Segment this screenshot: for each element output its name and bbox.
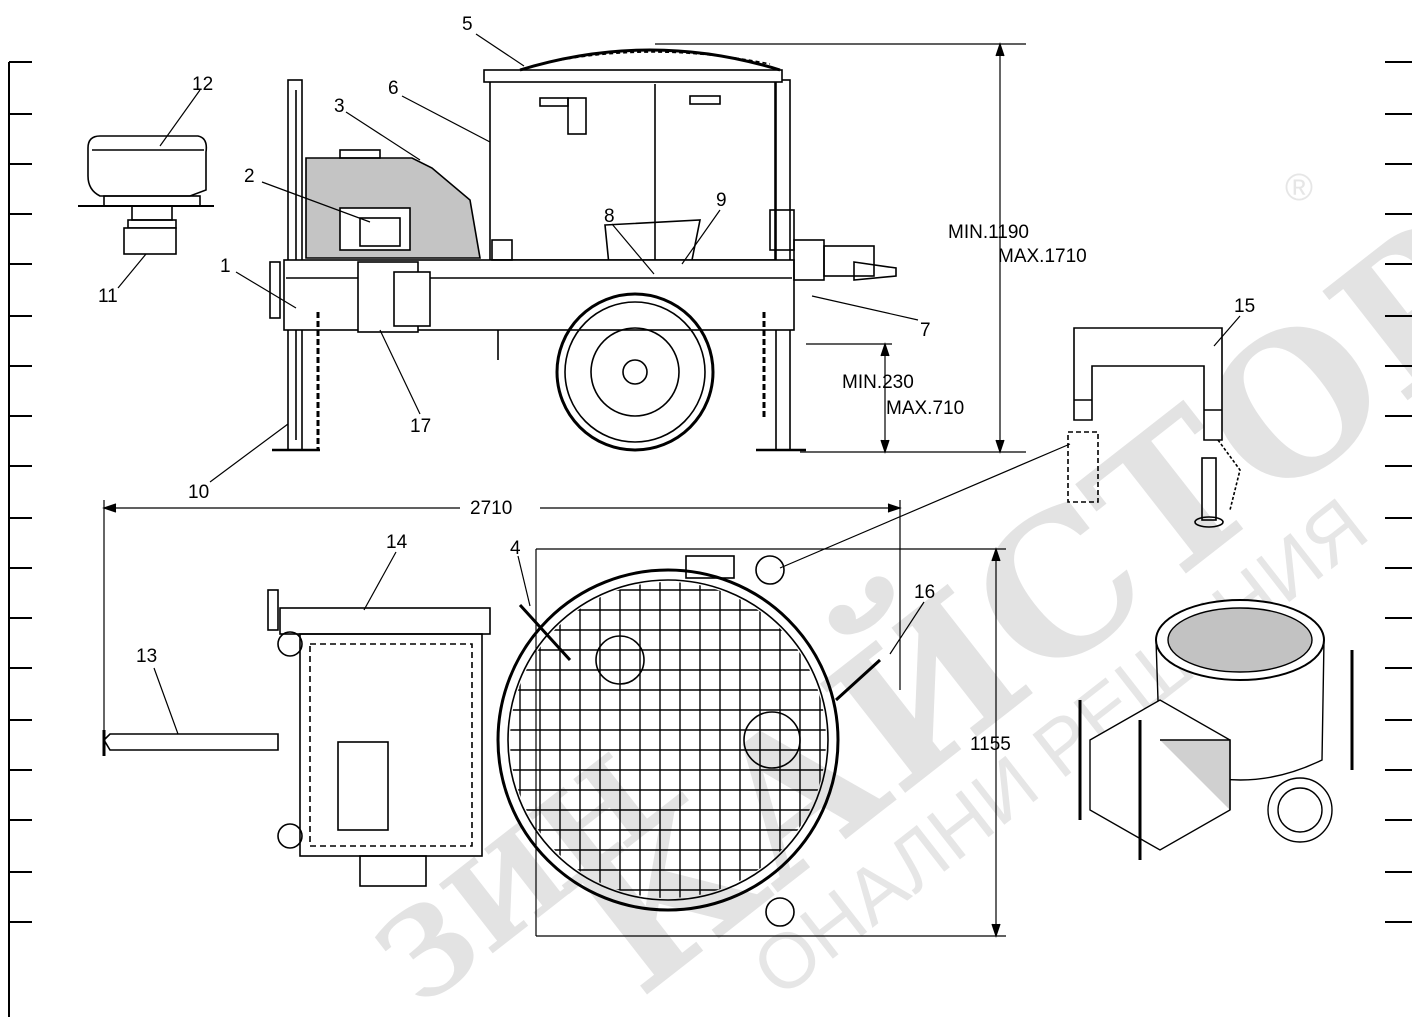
callout-12: 12 — [192, 74, 213, 95]
length-label: 2710 — [470, 498, 512, 519]
registered-mark: ® — [1285, 167, 1313, 209]
clearance-min-label: MIN.230 — [842, 372, 914, 393]
callout-7: 7 — [920, 320, 931, 341]
callout-4: 4 — [510, 538, 521, 559]
callout-9: 9 — [716, 190, 727, 211]
callout-16: 16 — [914, 582, 935, 603]
callout-5: 5 — [462, 14, 473, 35]
right-border-scale — [1385, 61, 1412, 923]
callout-2: 2 — [244, 166, 255, 187]
height-min-label: MIN.1190 — [948, 222, 1029, 243]
leader-lines — [117, 33, 1241, 735]
callout-10: 10 — [188, 482, 209, 503]
lifting-frame-detail — [1067, 327, 1241, 528]
callout-15: 15 — [1234, 296, 1255, 317]
motor-detail — [78, 135, 214, 255]
callout-14: 14 — [386, 532, 408, 553]
plan-view — [102, 555, 882, 927]
perspective-view — [1078, 599, 1354, 860]
callout-1: 1 — [220, 256, 231, 277]
height-max-label: MAX.1710 — [998, 246, 1087, 267]
callouts: 1 2 3 4 5 6 7 8 9 10 11 12 13 14 15 16 1… — [98, 14, 1255, 667]
callout-6: 6 — [388, 78, 399, 99]
callout-11: 11 — [98, 286, 118, 307]
side-view — [269, 48, 897, 452]
callout-17: 17 — [410, 416, 431, 437]
callout-3: 3 — [334, 96, 345, 117]
dimension-labels: MIN.1190 MAX.1710 MIN.230 MAX.710 2710 1… — [470, 222, 1087, 755]
callout-13: 13 — [136, 646, 157, 667]
dimension-lines — [102, 42, 1026, 938]
callout-8: 8 — [604, 206, 615, 227]
clearance-max-label: MAX.710 — [886, 398, 964, 419]
left-border-scale — [8, 61, 32, 1017]
width-label: 1155 — [970, 734, 1011, 755]
